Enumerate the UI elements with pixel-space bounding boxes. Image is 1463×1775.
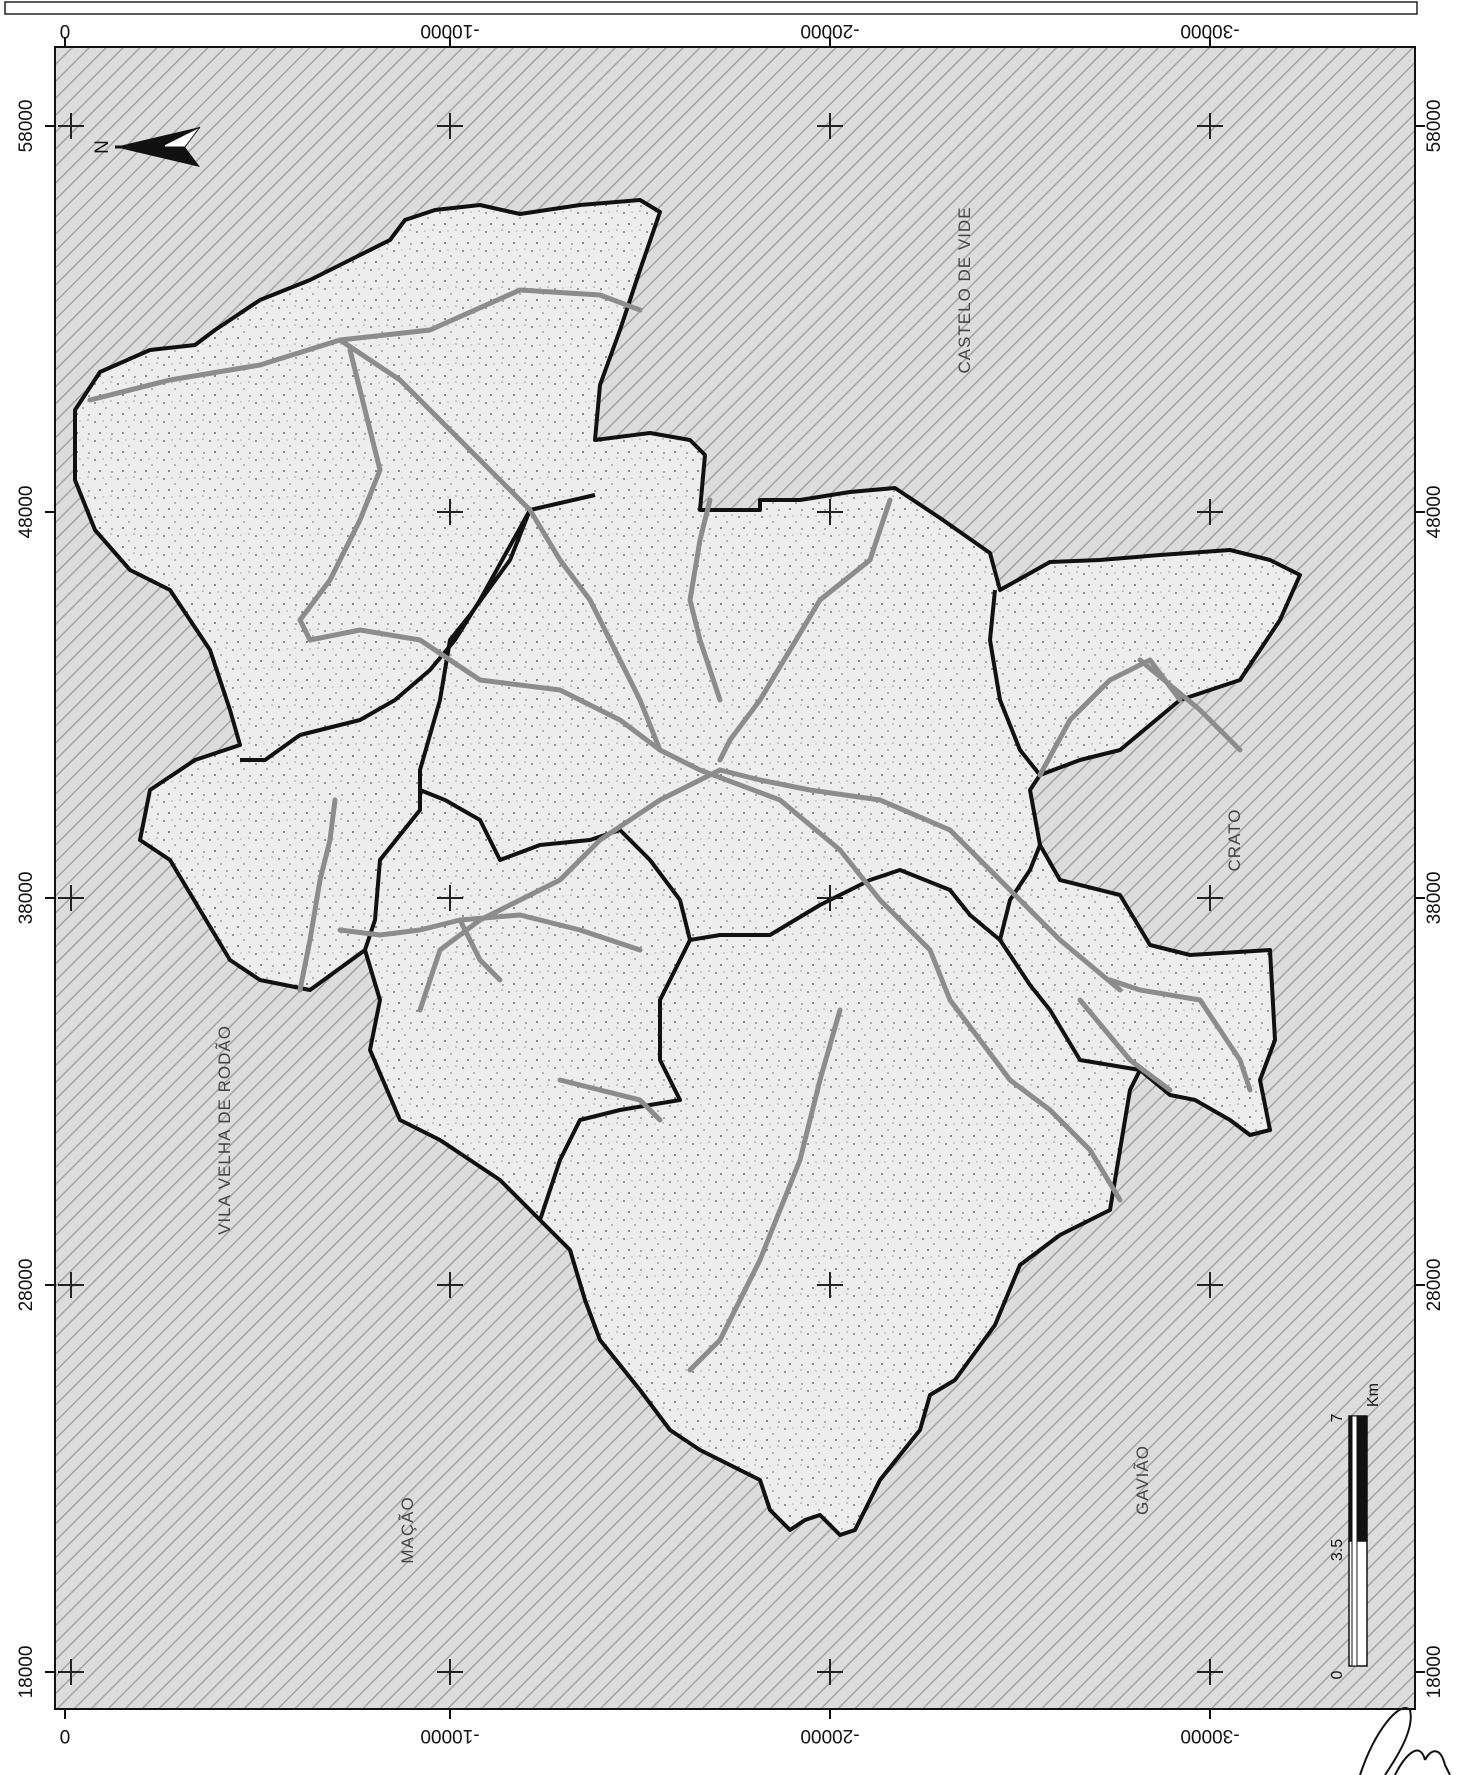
right-tick-label: 38000 — [1424, 872, 1445, 925]
left-tick-label: 48000 — [16, 486, 37, 539]
left-tick-label: 28000 — [16, 1259, 37, 1312]
grid-crosses — [58, 113, 1223, 1685]
road-network — [87, 287, 1253, 1373]
scale-bar — [1348, 1415, 1368, 1667]
scale-unit-label: Km — [1365, 1383, 1382, 1407]
place-label-vila-velha-de-rodao: VILA VELHA DE RODÃO — [215, 1025, 234, 1235]
edge-ticks — [45, 37, 1425, 1719]
scale-label-7: 7 — [1329, 1413, 1346, 1422]
bottom-tick-label: -30000 — [1180, 1725, 1239, 1746]
north-arrow-icon — [115, 126, 201, 167]
place-label-gaviao: GAVIÃO — [1133, 1445, 1152, 1515]
graticule-frame — [54, 46, 1416, 1710]
parish-boundaries — [240, 493, 1141, 1221]
bottom-tick-label: 0 — [60, 1725, 71, 1746]
scale-label-3-5: 3.5 — [1329, 1539, 1346, 1561]
top-tick-label: -10000 — [420, 20, 479, 41]
top-strip-frame — [4, 1, 1418, 15]
right-tick-label: 48000 — [1424, 486, 1445, 539]
place-label-castelo-de-vide: CASTELO DE VIDE — [955, 206, 974, 373]
top-tick-label: -30000 — [1180, 20, 1239, 41]
top-tick-label: 0 — [60, 20, 71, 41]
left-tick-label: 38000 — [16, 872, 37, 925]
scale-label-0: 0 — [1329, 1670, 1346, 1679]
bottom-tick-label: -10000 — [420, 1725, 479, 1746]
left-tick-label: 18000 — [16, 1646, 37, 1699]
north-label: N — [92, 140, 113, 154]
right-tick-label: 18000 — [1424, 1646, 1445, 1699]
study-area — [73, 198, 1302, 1537]
handwritten-signature — [1359, 1707, 1451, 1775]
right-tick-label: 58000 — [1424, 100, 1445, 153]
place-label-macao: MAÇÃO — [398, 1496, 417, 1563]
bottom-tick-label: -20000 — [800, 1725, 859, 1746]
right-tick-label: 28000 — [1424, 1259, 1445, 1312]
place-label-crato: CRATO — [1225, 809, 1244, 872]
left-tick-label: 58000 — [16, 100, 37, 153]
top-tick-label: -20000 — [800, 20, 859, 41]
